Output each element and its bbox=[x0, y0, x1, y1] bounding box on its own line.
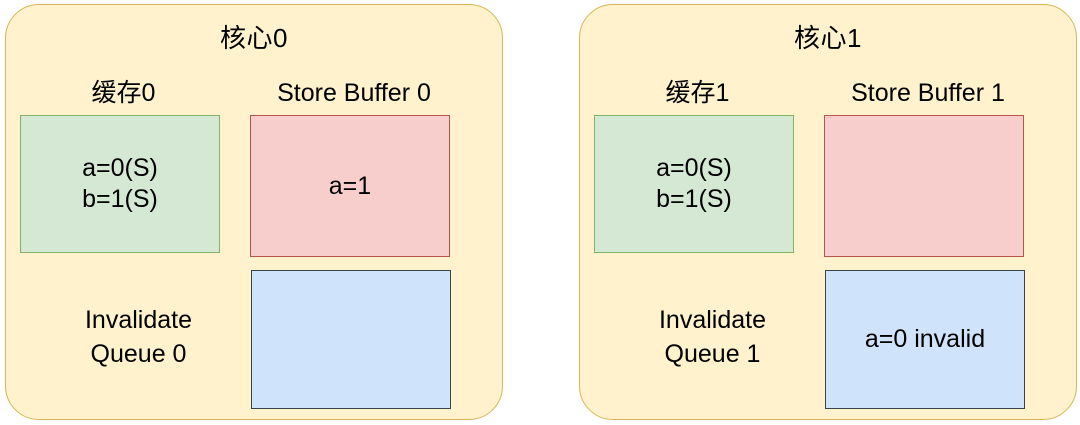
core-container-0: 核心0 缓存0 a=0(S) b=1(S) Store Buffer 0 a=1… bbox=[5, 4, 503, 420]
cache-caption-1: 缓存1 bbox=[665, 79, 730, 107]
core-title-0: 核心0 bbox=[220, 23, 288, 53]
store-buffer-box-0: a=1 bbox=[250, 115, 450, 257]
cache-box-1: a=0(S) b=1(S) bbox=[594, 115, 794, 253]
cache-box-0: a=0(S) b=1(S) bbox=[20, 115, 220, 253]
store-buffer-box-1 bbox=[824, 115, 1024, 257]
invalidate-queue-caption-0: Invalidate Queue 0 bbox=[84, 306, 193, 368]
invalidate-queue-box-0 bbox=[251, 270, 451, 409]
store-buffer-caption-0: Store Buffer 0 bbox=[277, 79, 431, 107]
core-title-1: 核心1 bbox=[794, 23, 862, 53]
cache-caption-0: 缓存0 bbox=[91, 79, 156, 107]
core-container-1: 核心1 缓存1 a=0(S) b=1(S) Store Buffer 1 Inv… bbox=[579, 4, 1077, 420]
store-buffer-caption-1: Store Buffer 1 bbox=[851, 79, 1005, 107]
invalidate-queue-caption-1: Invalidate Queue 1 bbox=[658, 306, 767, 368]
invalidate-queue-box-1: a=0 invalid bbox=[825, 270, 1025, 409]
